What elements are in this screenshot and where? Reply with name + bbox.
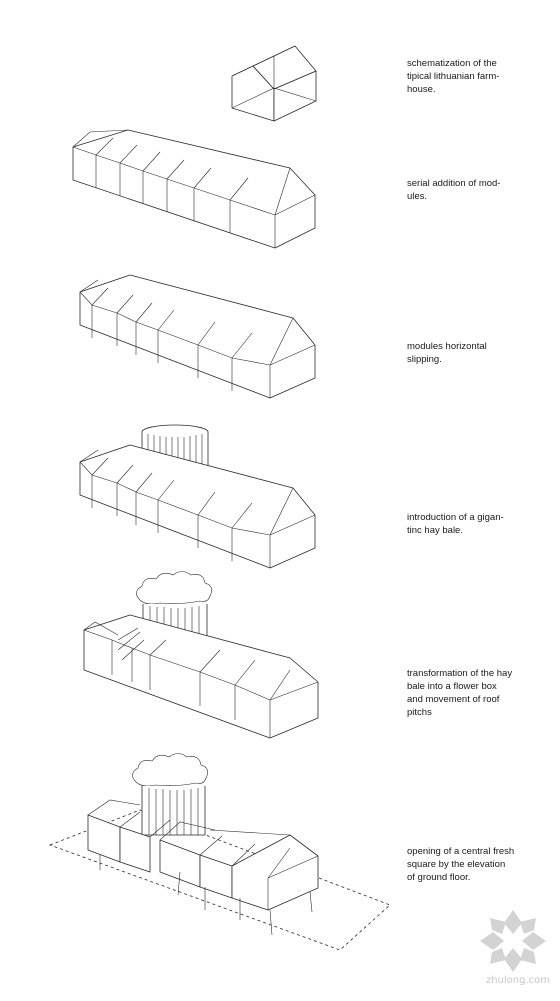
ground-plane-outline	[48, 809, 391, 951]
zhulong-logo	[480, 910, 546, 972]
watermark-text: zhulong.com	[485, 975, 551, 986]
cloud-icon	[136, 571, 212, 605]
step-4-caption: introduction of a gigan- tinc hay bale.	[407, 512, 504, 536]
farmhouse-module-drawing	[231, 45, 317, 122]
slipped-modules-drawing	[79, 274, 316, 399]
flower-box-drawing	[83, 571, 319, 739]
serial-modules-drawing	[72, 129, 316, 249]
step-5-caption: transformation of the hay bale into a fl…	[407, 668, 513, 718]
step-3-caption: modules horizontal slipping.	[407, 341, 487, 365]
central-square-drawing	[48, 753, 391, 951]
step-2-caption: serial addition of mod- ules.	[407, 178, 501, 202]
step-6-caption: opening of a central fresh square by the…	[407, 846, 515, 883]
step-1-caption: schematization of the tipical lithuanian…	[407, 58, 500, 95]
hay-bale-drawing	[79, 424, 316, 569]
cloud-icon	[132, 753, 208, 787]
